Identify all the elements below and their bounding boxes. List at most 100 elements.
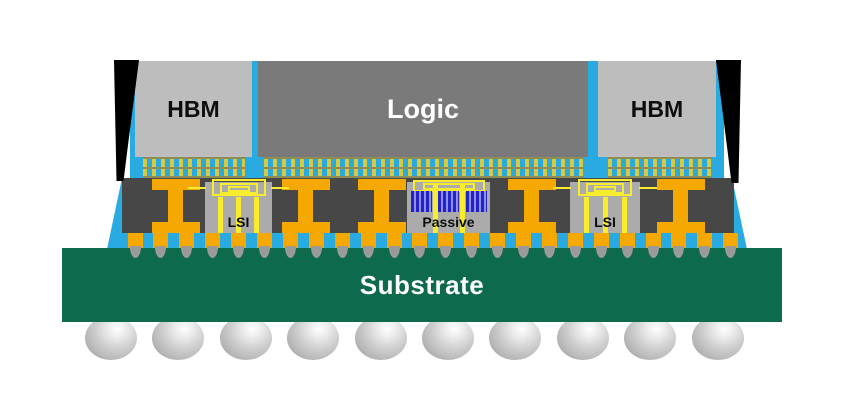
c4-pad <box>723 233 739 248</box>
die-via <box>622 197 627 233</box>
chip-hbm-left: HBM <box>135 61 252 157</box>
c4-pad <box>671 233 687 248</box>
tiv-stem <box>168 190 183 222</box>
c4-pad <box>516 233 531 248</box>
c4-pad <box>412 233 428 248</box>
chip-logic: Logic <box>258 61 588 157</box>
c4-pad <box>127 233 143 248</box>
c4-bump <box>725 246 737 258</box>
die-via <box>254 197 259 233</box>
lsi-label: LSI <box>594 214 616 230</box>
tiv-copper-beam <box>657 179 705 233</box>
chip-logic-label: Logic <box>387 93 459 124</box>
microbump-array-logic <box>264 157 584 178</box>
c4-bump <box>569 246 581 258</box>
c4-bump <box>543 246 555 258</box>
solder-ball <box>489 316 542 360</box>
microbump-array-hbm-right <box>608 157 712 178</box>
rdl-trace-stub <box>188 187 206 189</box>
c4-bump <box>518 246 529 258</box>
c4-pad <box>645 233 661 248</box>
die-via <box>460 183 465 233</box>
rdl-trace-loop <box>594 186 616 192</box>
c4-pad <box>282 233 298 248</box>
solder-ball <box>556 316 609 360</box>
rdl-trace-loop <box>227 186 250 192</box>
substrate: Substrate <box>62 248 782 322</box>
rdl-trace-loop <box>578 179 632 196</box>
tiv-copper-beam <box>152 179 200 233</box>
c4-bump <box>284 246 296 258</box>
c4-bump <box>492 246 504 258</box>
die-via <box>603 197 608 233</box>
c4-bump <box>310 246 322 258</box>
tiv-bottom-flange <box>657 222 705 233</box>
die-via <box>236 197 241 233</box>
tiv-bottom-flange <box>358 222 406 233</box>
solder-ball <box>85 316 137 360</box>
solder-ball <box>691 316 744 360</box>
tiv-stem <box>374 190 389 222</box>
c4-pad <box>619 233 635 248</box>
c4-bump <box>259 246 270 258</box>
c4-bump <box>181 246 193 258</box>
c4-bump <box>362 246 374 258</box>
c4-bump <box>466 246 478 258</box>
microbump-array-hbm-left <box>143 157 245 178</box>
c4-bump <box>699 246 711 258</box>
tiv-stem <box>524 190 539 222</box>
die-via <box>584 197 589 233</box>
capacitor <box>411 191 432 212</box>
c4-pad <box>360 233 376 248</box>
c4-pad <box>541 233 557 248</box>
die-via <box>218 197 223 233</box>
c4-pad <box>490 233 506 248</box>
substrate-label: Substrate <box>359 269 485 300</box>
tiv-top-flange <box>282 179 330 190</box>
capacitor <box>438 191 459 212</box>
chip-hbm-left-label: HBM <box>167 95 220 122</box>
solder-ball <box>152 316 205 360</box>
passive-label: Passive <box>422 214 475 230</box>
c4-pad <box>205 233 221 248</box>
tiv-copper-beam <box>508 179 556 233</box>
lsi-label: LSI <box>227 214 250 230</box>
c4-bump <box>336 246 348 258</box>
tiv-stem <box>673 190 688 222</box>
c4-bump <box>155 246 167 258</box>
solder-ball <box>624 316 677 360</box>
rdl-trace-loop <box>422 183 475 190</box>
c4-bump <box>129 246 141 258</box>
c4-bump <box>388 246 400 258</box>
capacitor <box>466 191 487 212</box>
c4-pad <box>386 233 402 248</box>
c4-bump <box>440 246 452 258</box>
solder-ball <box>354 316 407 360</box>
rdl-trace-stub <box>271 187 289 189</box>
solder-ball <box>422 316 474 360</box>
rdl-trace-loop <box>211 179 266 196</box>
c4-bump <box>647 246 659 258</box>
die-via <box>433 183 438 233</box>
c4-pad <box>179 233 195 248</box>
solder-ball <box>219 316 272 360</box>
c4-bump <box>673 246 685 258</box>
tiv-bottom-flange <box>282 222 330 233</box>
lsi-bridge-die-right: LSI <box>553 179 657 233</box>
rdl-trace-loop <box>219 183 258 194</box>
c4-pad <box>257 233 272 248</box>
c4-pad <box>464 233 480 248</box>
passive-die: Passive <box>407 180 490 233</box>
c4-bump <box>621 246 633 258</box>
tiv-bottom-flange <box>508 222 556 233</box>
tiv-copper-beam <box>282 179 330 233</box>
chip-hbm-right-label: HBM <box>630 95 684 122</box>
c4-pad <box>231 233 247 248</box>
chip-hbm-right: HBM <box>598 61 716 157</box>
rdl-trace-stub <box>639 187 657 189</box>
c4-pad <box>153 233 169 248</box>
c4-bump <box>233 246 245 258</box>
c4-bump <box>595 246 607 258</box>
tiv-stem <box>298 190 313 222</box>
